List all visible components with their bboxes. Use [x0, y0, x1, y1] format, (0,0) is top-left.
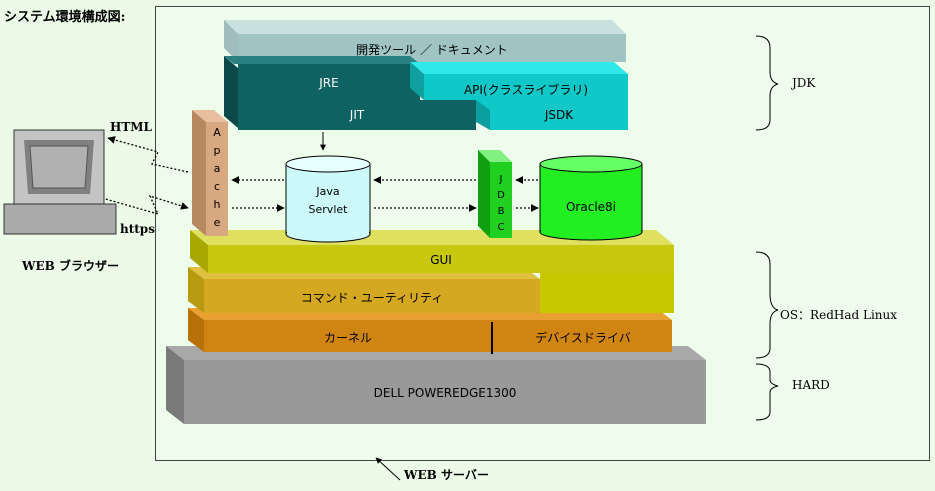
gui-label: GUI: [430, 253, 452, 267]
browser-label: WEB ブラウザー: [22, 259, 119, 273]
oracle-label: Oracle8i: [565, 200, 616, 214]
api-label: API(クラスライブラリ): [463, 83, 589, 97]
api-jsdk-block: [410, 62, 628, 130]
apache-block: [192, 110, 228, 236]
hardware-block: [166, 346, 706, 424]
server-label: WEB サーバー: [404, 468, 489, 482]
dev-tools-label: 開発ツール ／ ドキュメント: [356, 43, 508, 57]
jdbc-block: [478, 150, 512, 238]
jre-label: JRE: [319, 76, 339, 90]
page-title: システム環境構成図:: [4, 10, 126, 25]
command-label: コマンド・ユーティリティ: [300, 291, 444, 305]
jit-label: JIT: [349, 108, 365, 122]
jre-jit-block: [224, 56, 476, 130]
jdk-label: JDK: [792, 76, 816, 90]
os-label: OS：RedHad Linux: [780, 308, 898, 322]
kernel-label: カーネル: [323, 331, 372, 345]
server-arrow: [375, 457, 401, 481]
html-label: HTML: [110, 120, 152, 134]
jsdk-label: JSDK: [544, 108, 574, 122]
https-label: https: [120, 222, 155, 236]
hard-label: HARD: [792, 378, 830, 392]
hardware-label: DELL POWEREDGE1300: [373, 386, 517, 400]
java-servlet-cylinder: [285, 155, 371, 243]
driver-label: デバイスドライバ: [535, 331, 631, 345]
data-flow-arrows: [101, 136, 539, 216]
computer-icon: [3, 129, 117, 235]
braces: [755, 35, 779, 421]
oracle-cylinder: [539, 155, 643, 241]
